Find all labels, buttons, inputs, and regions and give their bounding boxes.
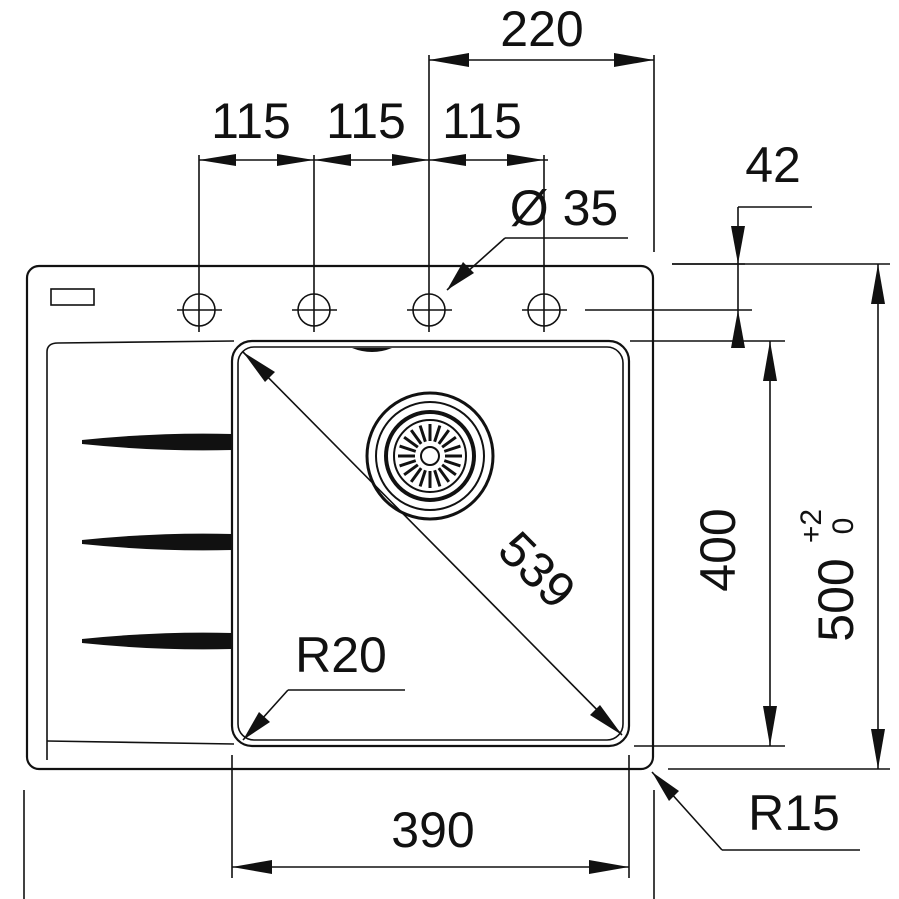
- dim-500-tol-lower: 0: [827, 518, 860, 535]
- dim-r15-label: R15: [748, 785, 840, 841]
- drain-slot: [409, 429, 423, 445]
- drain-holes: [398, 424, 462, 488]
- drain-slot: [403, 463, 419, 477]
- drainer-groove: [82, 632, 232, 650]
- drain-ring: [393, 419, 467, 493]
- drain-outer-ring: [365, 391, 495, 521]
- dim-115-label: 115: [211, 93, 291, 149]
- bowl-outline: [230, 339, 631, 748]
- dim-500-tol-upper: +2: [795, 509, 828, 543]
- dim-390-label: 390: [391, 802, 474, 858]
- sink-body: [25, 264, 655, 771]
- dim-115-label: 115: [442, 93, 522, 149]
- drain-slot: [433, 469, 442, 487]
- dim-42-label: 42: [745, 137, 801, 193]
- dim-500-group: 500 +2 0: [795, 509, 864, 642]
- arrowheads: [199, 53, 885, 874]
- dim-400-label: 400: [690, 508, 746, 591]
- dimension-labels: 220 115 115 115 Ø 35 42 539 400 500 +2 0…: [211, 1, 864, 858]
- drainer-groove: [82, 433, 232, 451]
- drain-slot: [409, 467, 423, 483]
- drain-ring: [384, 410, 476, 502]
- dim-tap-hole-label: Ø 35: [510, 180, 618, 236]
- drainer-grooves: [82, 433, 232, 650]
- dim-r20-label: R20: [295, 627, 387, 683]
- overflow-slot: [352, 348, 392, 352]
- drain-strainer: [365, 391, 495, 521]
- drain-slot: [433, 425, 442, 443]
- drain-slot: [399, 459, 417, 468]
- dim-500-label: 500: [808, 558, 864, 641]
- dimension-lines: [23, 55, 890, 899]
- drain-slot: [443, 459, 461, 468]
- drain-ring: [375, 401, 485, 511]
- sink-outline: [25, 264, 655, 771]
- dim-539-label: 539: [488, 521, 587, 620]
- tap-holes: [182, 293, 561, 327]
- dim-115-label: 115: [326, 93, 406, 149]
- drain-center: [420, 446, 440, 466]
- drain-slot: [418, 469, 427, 487]
- drainer-bottom-edge: [46, 740, 235, 745]
- bowl-inner-outline: [237, 346, 624, 741]
- dim-220-label: 220: [500, 1, 583, 57]
- drain-slot: [441, 435, 457, 449]
- drain-slot: [399, 444, 417, 453]
- drain-slot: [441, 463, 457, 477]
- drain-slot: [443, 444, 461, 453]
- drainer-groove: [82, 533, 232, 551]
- drain-slot: [403, 435, 419, 449]
- drain-slot: [437, 429, 451, 445]
- drain-slot: [418, 425, 427, 443]
- drainer-outline: [46, 340, 235, 760]
- logo-plate: [50, 288, 95, 306]
- drain-slot: [437, 467, 451, 483]
